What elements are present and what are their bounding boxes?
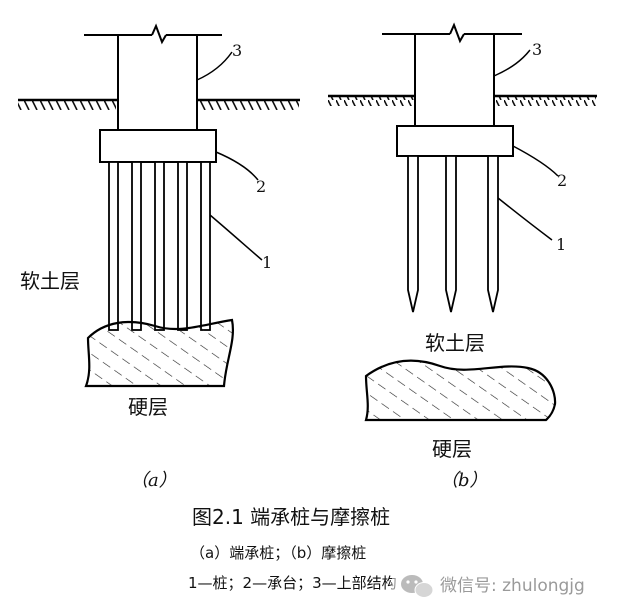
callout-1-a: 1: [262, 253, 272, 272]
callout-3-a: 3: [232, 41, 242, 60]
caption-subtitle: （a）端承桩；（b）摩擦桩: [190, 544, 366, 562]
piles-a: [108, 161, 211, 331]
callout-3-b: 3: [532, 40, 542, 59]
diagram-a: 3 2 1 软土层 硬层 （a）: [18, 23, 300, 491]
callout-2-b: 2: [557, 171, 567, 190]
watermark: 微信号: zhulongjg: [392, 568, 618, 604]
callout-leaders-b: [493, 49, 559, 241]
caption-title: 图2.1 端承桩与摩擦桩: [192, 505, 390, 529]
hard-layer-label-b: 硬层: [432, 437, 472, 461]
soft-layer-label-a: 软土层: [20, 269, 80, 293]
caption-legend: 1—桩；2—承台；3—上部结构: [188, 574, 397, 592]
callout-1-b: 1: [556, 235, 566, 254]
superstructure-b: [382, 22, 522, 126]
ground-surface-b: [328, 94, 597, 106]
callout-leaders-a: [196, 51, 263, 261]
subfigure-label-a: （a）: [130, 470, 177, 491]
piles-b: [407, 155, 499, 313]
diagram-b: 3 2 1 软土层 硬层 （b）: [328, 22, 597, 491]
hard-layer-a: [84, 318, 234, 388]
hard-layer-b: [364, 359, 557, 422]
subfigure-label-b: （b）: [440, 470, 488, 491]
caption: 图2.1 端承桩与摩擦桩 （a）端承桩；（b）摩擦桩 1—桩；2—承台；3—上部…: [188, 505, 397, 592]
watermark-text: 微信号: zhulongjg: [440, 576, 585, 596]
pile-cap-b: [396, 125, 514, 157]
wechat-icon: [401, 575, 434, 598]
callout-2-a: 2: [256, 177, 266, 196]
pile-cap-a: [99, 129, 217, 163]
hard-layer-label-a: 硬层: [128, 395, 168, 419]
ground-surface-a: [18, 98, 300, 110]
superstructure-a: [84, 23, 222, 130]
soft-layer-label-b: 软土层: [425, 331, 485, 355]
